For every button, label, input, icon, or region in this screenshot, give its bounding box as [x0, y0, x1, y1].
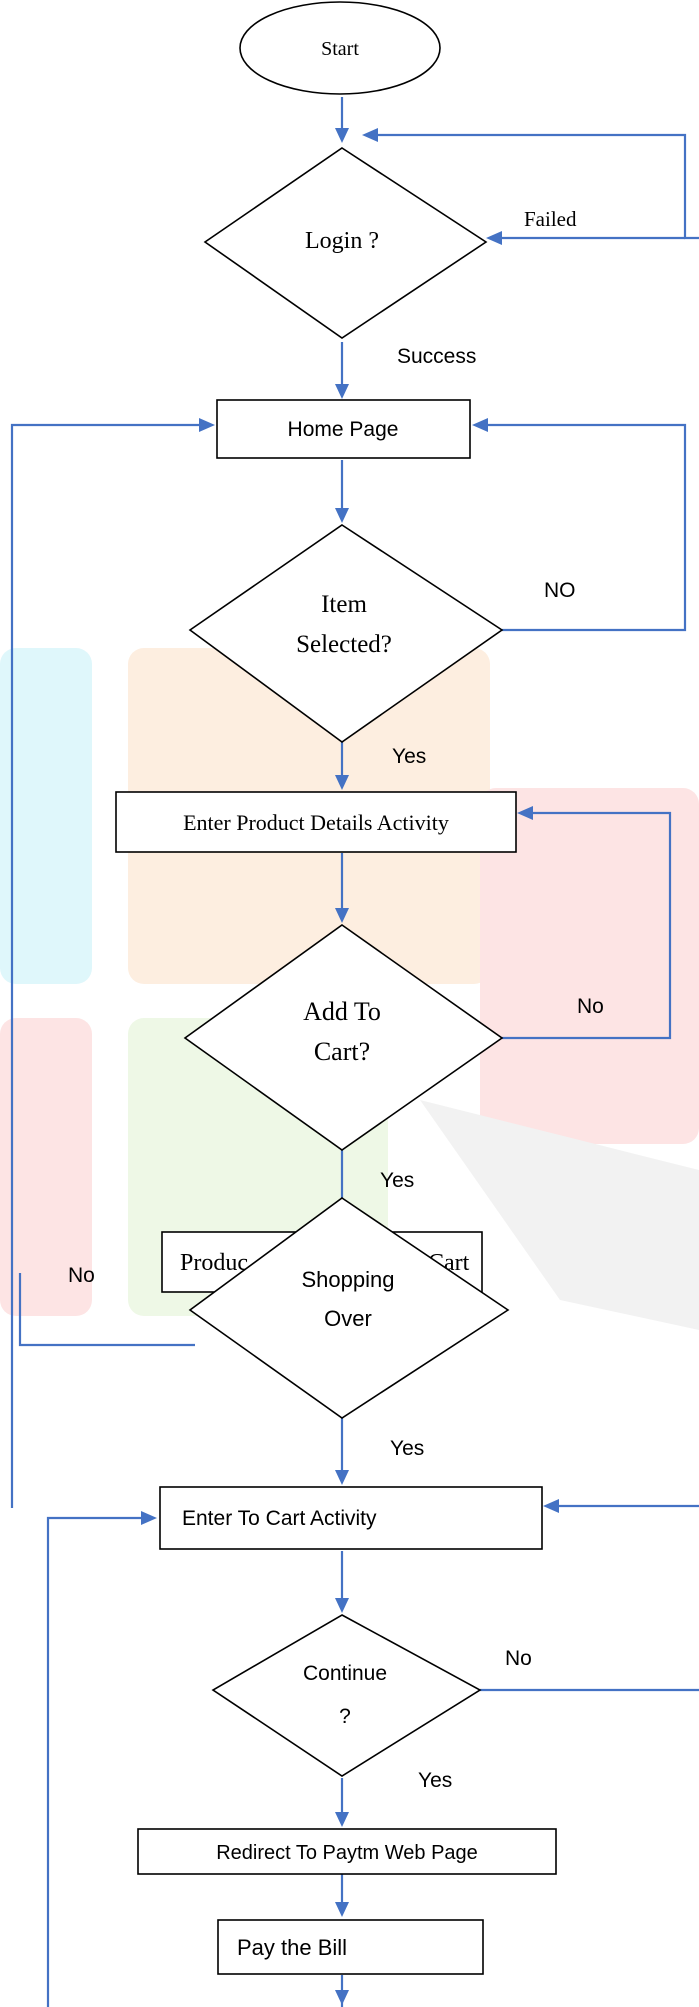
redirect-paytm-box: [137, 1828, 557, 1875]
shopping-over-label-line2: Over: [324, 1306, 372, 1331]
edge-labels: Failed Success NO Yes No Yes No Yes No Y…: [68, 207, 604, 1792]
watermark-grey-swoosh: [420, 1100, 699, 1330]
redirect-paytm-label: Redirect To Paytm Web Page: [216, 1842, 478, 1864]
node-product-details: Enter Product Details Activity: [115, 791, 517, 853]
edge-shopping-no-home-arrowhead: [199, 418, 215, 432]
shopping-over-label-line1: Shopping: [302, 1267, 395, 1292]
edge-addcart-no-loop-arrowhead: [517, 806, 533, 820]
item-selected-label-line2: Selected?: [296, 631, 392, 658]
edge-login-success-arrowhead: [335, 384, 349, 399]
edge-item-no-loop: [480, 423, 687, 632]
login-diamond: [203, 147, 488, 339]
item-no-label: NO: [544, 579, 576, 602]
watermark-cyan-panel: [0, 648, 92, 984]
edge-shopping-yes-arrowhead: [335, 1470, 349, 1485]
home-page-label: Home Page: [288, 418, 399, 441]
connectors: [10, 97, 699, 2007]
shopping-yes-label: Yes: [390, 1437, 424, 1460]
edge-cart-continue-arrowhead: [335, 1598, 349, 1613]
shopping-over-diamond: [188, 1197, 510, 1419]
edge-shopping-no-loop: [18, 1273, 195, 1347]
node-login: Login ?: [203, 147, 488, 339]
login-label: Login ?: [305, 228, 379, 254]
continue-yes-label: Yes: [418, 1769, 452, 1792]
home-page-box: [216, 399, 471, 459]
edge-login-failed-entry-arrowhead: [486, 231, 502, 245]
node-home-page: Home Page: [216, 399, 471, 459]
edge-start-login-arrowhead: [335, 128, 349, 143]
edge-continue-no-return-arrowhead: [543, 1499, 559, 1513]
login-success-label: Success: [397, 345, 476, 368]
shopping-no-label: No: [68, 1264, 95, 1287]
product-added-cart-label: Produc: [180, 1250, 248, 1276]
node-item-selected: Item Selected?: [188, 524, 504, 743]
watermark-red-small-panel: [0, 1018, 92, 1316]
node-add-to-cart: Add To Cart?: [183, 924, 504, 1151]
node-redirect-paytm: Redirect To Paytm Web Page: [137, 1828, 557, 1875]
edge-shopping-no-home: [10, 423, 205, 1508]
edge-details-addcart-arrowhead: [335, 908, 349, 923]
cart-activity-label: Enter To Cart Activity: [182, 1507, 377, 1530]
watermark-red-panel: [480, 788, 699, 1144]
edge-item-no-loop-arrowhead: [472, 418, 488, 432]
edge-item-yes-arrowhead: [335, 775, 349, 790]
start-ellipse: [239, 1, 441, 95]
edge-left-return: [46, 1516, 148, 2007]
edge-addcart-no-loop: [502, 811, 672, 1040]
edge-login-failed-loop-arrowhead: [362, 128, 378, 142]
item-selected-diamond: [188, 524, 504, 743]
start-label: Start: [321, 38, 359, 60]
continue-label-line2: ?: [339, 1705, 351, 1728]
login-failed-label: Failed: [524, 207, 577, 231]
edge-redirect-pay-arrowhead: [335, 1902, 349, 1917]
item-selected-label-line1: Item: [321, 591, 367, 618]
continue-diamond: [211, 1614, 482, 1777]
cart-yes-label: Yes: [380, 1169, 414, 1192]
node-cart-activity: Enter To Cart Activity: [159, 1486, 543, 1550]
edge-home-item-arrowhead: [335, 508, 349, 523]
edge-left-return-arrowhead: [141, 1511, 157, 1525]
add-to-cart-label-line1: Add To: [303, 997, 381, 1026]
cart-no-label: No: [577, 995, 604, 1018]
node-start: Start: [239, 1, 441, 95]
pay-bill-box: [217, 1919, 484, 1975]
item-yes-label: Yes: [392, 745, 426, 768]
add-to-cart-label-line2: Cart?: [314, 1037, 370, 1066]
edge-pay-down-arrowhead: [335, 1990, 349, 2005]
add-to-cart-diamond: [183, 924, 504, 1151]
cart-activity-box: [159, 1486, 543, 1550]
continue-no-label: No: [505, 1647, 532, 1670]
product-details-label: Enter Product Details Activity: [183, 810, 449, 835]
pay-bill-label: Pay the Bill: [237, 1935, 347, 1960]
edge-continue-yes-arrowhead: [335, 1812, 349, 1827]
edge-login-failed-loop: [370, 133, 699, 240]
continue-label-line1: Continue: [303, 1662, 387, 1685]
node-pay-bill: Pay the Bill: [217, 1919, 484, 1975]
node-shopping-over: Shopping Over: [188, 1197, 510, 1419]
node-continue: Continue ?: [211, 1614, 482, 1777]
product-details-box: [115, 791, 517, 853]
